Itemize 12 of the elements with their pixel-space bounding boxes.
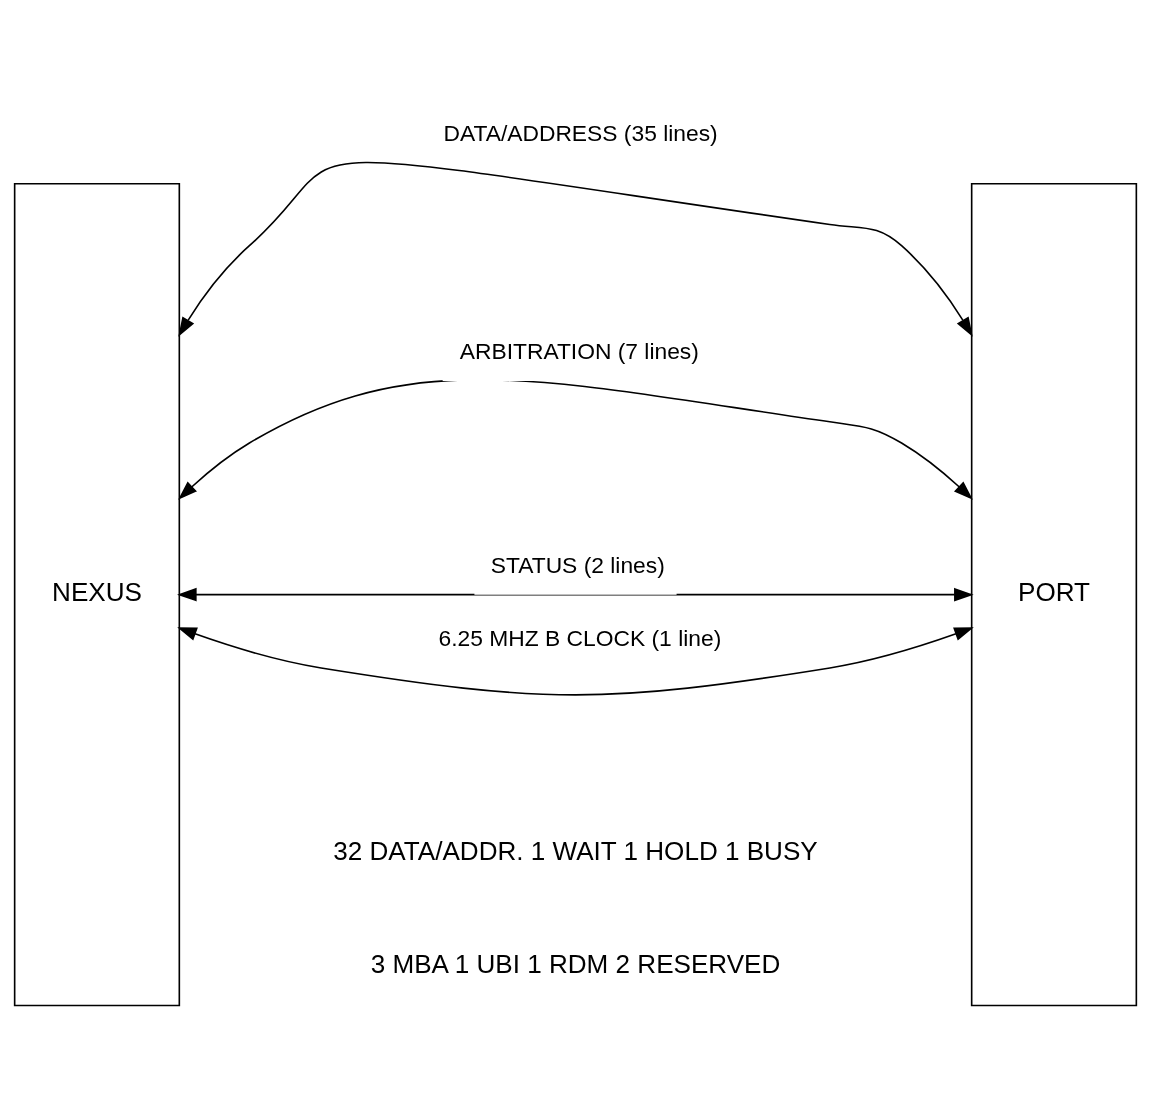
label: 32 DATA/ADDR. 1 WAIT 1 HOLD 1 BUSY — [333, 836, 818, 867]
edge-label: ARBITRATION (7 lines) — [459, 338, 699, 365]
edge-label: 6.25 MHZ B CLOCK (1 line) — [438, 625, 722, 652]
label: 3 MBA 1 UBI 1 RDM 2 RESERVED — [370, 948, 781, 979]
arrow — [178, 162, 973, 337]
edge-label: STATUS (2 lines) — [490, 551, 665, 578]
arrow — [177, 587, 974, 602]
arrow — [178, 378, 973, 500]
arrow — [177, 627, 974, 696]
edge-label: DATA/ADDRESS (35 lines) — [443, 119, 718, 146]
node-box: PORT — [970, 182, 1138, 1007]
node-box: NEXUS — [13, 182, 181, 1007]
